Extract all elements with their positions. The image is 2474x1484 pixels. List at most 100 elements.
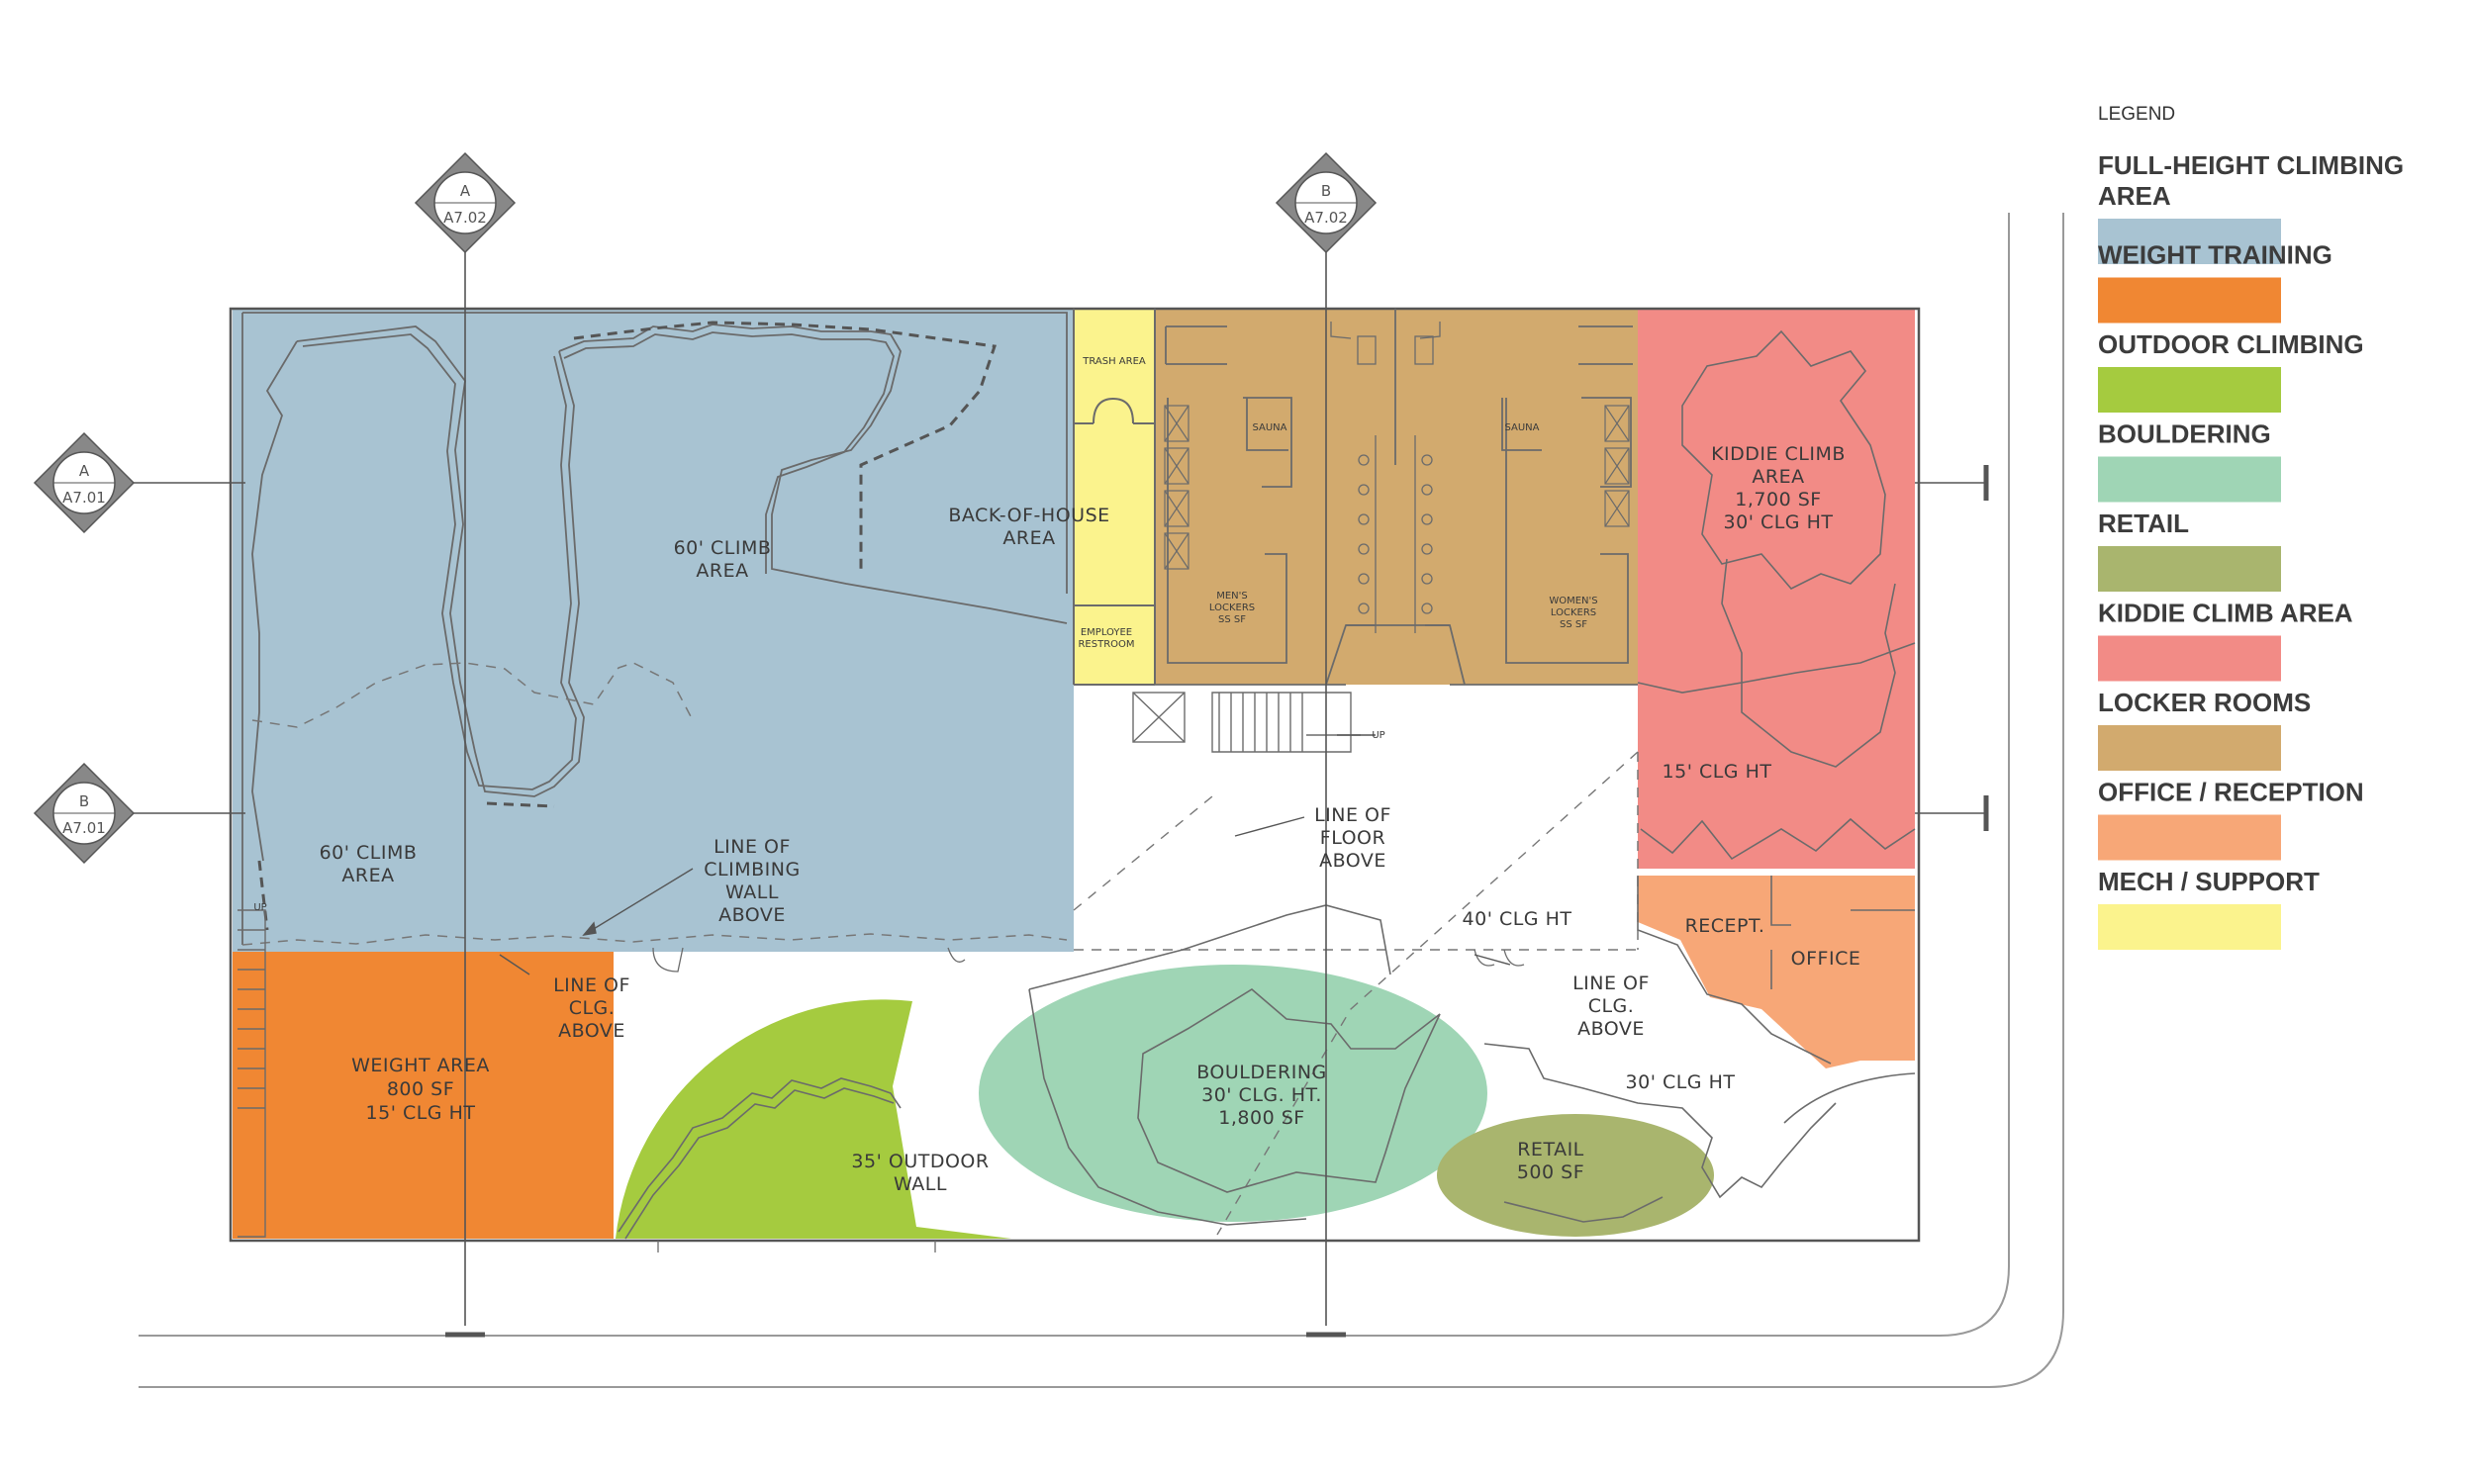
label-line: AREA	[341, 865, 394, 886]
legend-label: KIDDIE CLIMB AREA	[2098, 599, 2353, 628]
label-line: ABOVE	[718, 904, 786, 926]
locker-rooms-zone	[1155, 309, 1638, 685]
section-cut-lines	[134, 242, 1989, 1338]
label-line: TRASH AREA	[1082, 356, 1146, 367]
room-label-up-left-stair: UP	[253, 902, 266, 913]
kiddie-climb-zone	[1638, 309, 1915, 869]
label-line: LOCKERS	[1209, 603, 1255, 613]
locker-room-linework	[1155, 309, 1638, 686]
room-label-trash: TRASH AREA	[1082, 356, 1146, 367]
toilet-fixtures	[1330, 322, 1441, 633]
legend-label: FULL-HEIGHT CLIMBING	[2098, 150, 2404, 180]
legend-label: BOULDERING	[2098, 419, 2271, 449]
room-label-recept: RECEPT.	[1685, 915, 1765, 937]
retail-and-entry-walls	[1483, 876, 1916, 1223]
room-label-office: OFFICE	[1791, 948, 1861, 970]
marker-sheet: A7.01	[62, 819, 106, 837]
legend-item: MECH / SUPPORT	[2098, 867, 2320, 950]
legend-label: OUTDOOR CLIMBING	[2098, 329, 2364, 359]
legend-swatch	[2098, 219, 2281, 264]
weight-training-zone	[233, 952, 614, 1239]
label-line: CLIMBING	[704, 859, 800, 881]
legend-swatch	[2098, 546, 2281, 592]
section-marker-b-left: B A7.01	[33, 762, 136, 865]
legend-item: WEIGHT TRAINING	[2098, 240, 2332, 324]
label-line: AREA	[696, 560, 748, 582]
zone-fills	[233, 309, 1915, 1239]
marker-sheet: A7.01	[62, 489, 106, 507]
room-label-clg-30: 30' CLG HT	[1626, 1071, 1736, 1093]
label-line: 30' CLG HT	[1724, 511, 1834, 533]
label-line: 30' CLG HT	[1626, 1071, 1736, 1093]
legend-swatch	[2098, 635, 2281, 682]
label-line: 60' CLIMB	[674, 537, 772, 559]
stairs	[238, 692, 1361, 1238]
marker-letter: A	[460, 182, 471, 200]
label-line: EMPLOYEE	[1081, 627, 1132, 638]
marker-letter: B	[1321, 182, 1331, 200]
label-line: 1,800 SF	[1218, 1107, 1304, 1129]
label-line: 15' CLG HT	[1663, 761, 1772, 783]
marker-letter: B	[79, 792, 89, 810]
label-line: 500 SF	[1517, 1161, 1584, 1183]
label-line: WALL	[725, 881, 779, 903]
line-of-floor-above	[1073, 751, 1639, 1236]
legend-item: OUTDOOR CLIMBING	[2098, 329, 2364, 413]
label-line: ABOVE	[1577, 1018, 1645, 1040]
label-line: KIDDIE CLIMB	[1711, 443, 1846, 465]
legend-label: AREA	[2098, 181, 2171, 211]
label-line: WOMEN'S	[1549, 596, 1597, 606]
shower-stalls	[1164, 405, 1630, 570]
label-line: ABOVE	[558, 1020, 625, 1042]
kiddie-climb-walls	[1637, 329, 1916, 861]
section-marker-a-top: A A7.02	[414, 151, 517, 254]
label-line: BOULDERING	[1196, 1062, 1327, 1083]
legend-swatch	[2098, 725, 2281, 771]
legend-item: LOCKER ROOMS	[2098, 688, 2311, 771]
climbing-wall-linework	[241, 312, 1068, 945]
label-line: LINE OF	[714, 836, 791, 858]
door-swings	[652, 947, 1525, 1252]
label-line: LOCKERS	[1551, 607, 1596, 618]
label-line: 60' CLIMB	[320, 842, 418, 864]
room-label-clg-40: 40' CLG HT	[1463, 908, 1572, 930]
outdoor-wall-linework	[618, 1077, 902, 1240]
office-reception-zone	[1638, 876, 1915, 1068]
label-line: CLG.	[569, 997, 616, 1019]
legend-swatch	[2098, 367, 2281, 413]
label-line: FLOOR	[1320, 827, 1385, 849]
legend-swatch	[2098, 277, 2281, 324]
label-line: RECEPT.	[1685, 915, 1765, 937]
bouldering-zone	[979, 965, 1487, 1222]
legend-label: MECH / SUPPORT	[2098, 867, 2320, 896]
label-line: LINE OF	[553, 974, 630, 996]
label-line: AREA	[1752, 466, 1804, 488]
label-line: CLG.	[1588, 995, 1635, 1017]
legend-label: OFFICE / RECEPTION	[2098, 778, 2364, 807]
label-line: SS SF	[1560, 619, 1587, 630]
label-line: 1,700 SF	[1735, 489, 1821, 510]
legend-swatch	[2098, 814, 2281, 861]
street-curb-lines	[139, 213, 2064, 1388]
label-line: SS SF	[1218, 614, 1246, 625]
legend-label: RETAIL	[2098, 509, 2189, 538]
mech-support-zone	[1074, 309, 1155, 685]
label-line: 40' CLG HT	[1463, 908, 1572, 930]
room-label-up-stair: UP	[1372, 730, 1384, 741]
label-line: AREA	[1002, 527, 1055, 549]
label-line: OFFICE	[1791, 948, 1861, 970]
label-line: UP	[1372, 730, 1384, 741]
